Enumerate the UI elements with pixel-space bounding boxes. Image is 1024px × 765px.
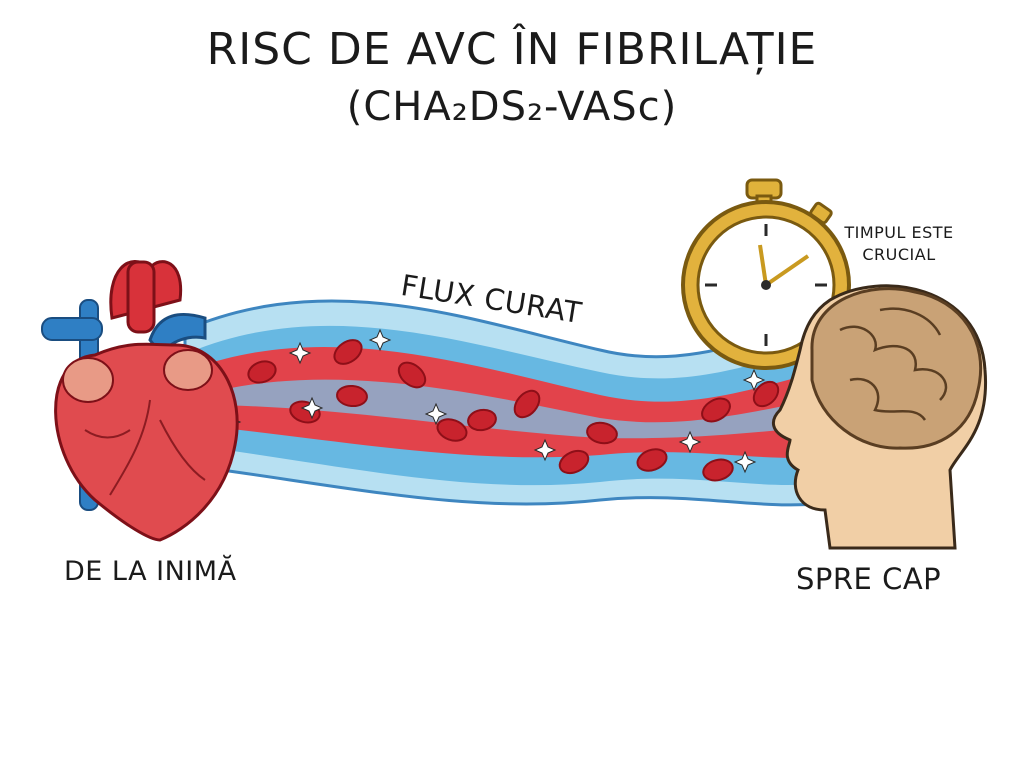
- page-title: RISC DE AVC ÎN FIBRILAȚIE: [206, 24, 818, 75]
- label-timpul-este-crucial: TIMPUL ESTE CRUCIAL: [840, 222, 958, 266]
- page-subtitle: (CHA₂DS₂-VASc): [346, 84, 678, 130]
- label-spre-cap: SPRE CAP: [796, 562, 942, 596]
- blood-cells: [247, 339, 780, 482]
- head-brain-icon: [771, 284, 988, 550]
- blood-vessel: [183, 299, 847, 507]
- label-time-line2: CRUCIAL: [862, 245, 936, 264]
- label-de-la-inima: DE LA INIMĂ: [64, 556, 237, 587]
- heart-icon: [41, 260, 239, 542]
- label-time-line1: TIMPUL ESTE: [844, 223, 954, 242]
